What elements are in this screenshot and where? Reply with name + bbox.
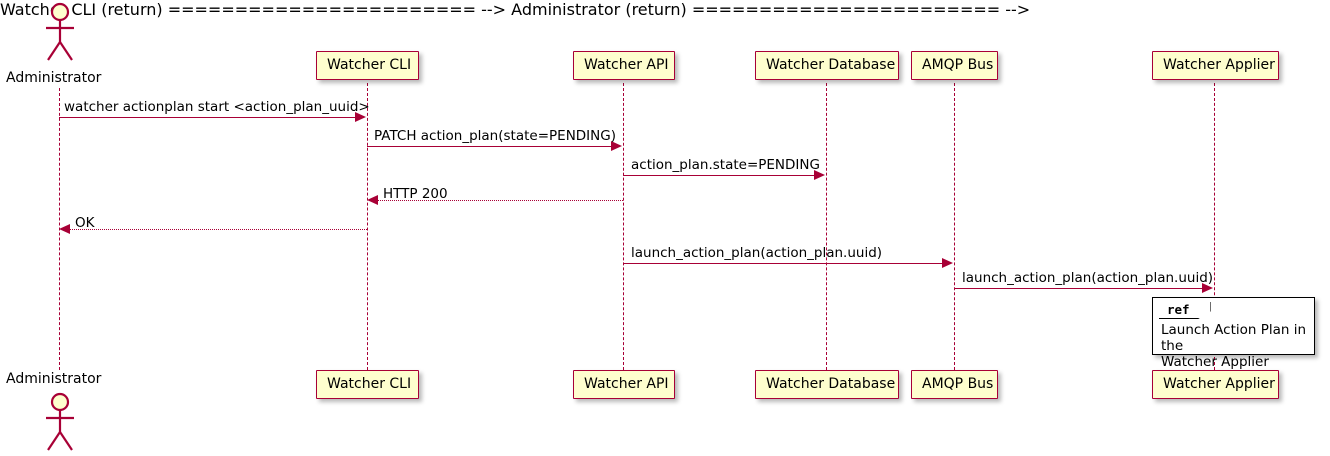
message-arrow-5-line <box>70 229 367 230</box>
message-arrow-6-line <box>623 263 943 264</box>
participant-box-watcher-applier-top[interactable]: Watcher Applier <box>1152 51 1279 80</box>
participant-label-amqp-bus-bottom: AMQP Bus <box>922 376 994 392</box>
ref-fragment-text: Launch Action Plan in the Watcher Applie… <box>1161 322 1307 370</box>
participant-label-watcher-database-top: Watcher Database <box>766 57 896 73</box>
participant-label-watcher-api-bottom: Watcher API <box>584 376 669 392</box>
message-label-2: PATCH action_plan(state=PENDING) <box>374 128 616 144</box>
lifeline-watcher-cli <box>367 83 368 370</box>
ref-fragment-box[interactable]: ref Launch Action Plan in the Watcher Ap… <box>1152 297 1315 370</box>
message-arrow-2-line <box>367 146 612 147</box>
message-label-4: HTTP 200 <box>383 186 448 202</box>
participant-box-watcher-database-top[interactable]: Watcher Database <box>755 51 899 80</box>
lifeline-watcher-applier <box>1214 83 1215 370</box>
lifeline-amqp-bus <box>954 83 955 370</box>
message-arrow-7-head <box>1202 283 1213 293</box>
message-label-3: action_plan.state=PENDING <box>631 157 820 173</box>
participant-label-watcher-applier-top: Watcher Applier <box>1163 57 1275 73</box>
participant-label-watcher-database-bottom: Watcher Database <box>766 376 896 392</box>
participant-box-watcher-database-bottom[interactable]: Watcher Database <box>755 370 899 399</box>
participant-box-amqp-bus-bottom[interactable]: AMQP Bus <box>911 370 998 399</box>
lifeline-watcher-database <box>826 83 827 370</box>
message-arrow-4-line <box>378 200 623 201</box>
participant-label-watcher-cli-bottom: Watcher CLI <box>327 376 412 392</box>
message-label-1: watcher actionplan start <action_plan_uu… <box>64 99 370 115</box>
participant-box-watcher-api-bottom[interactable]: Watcher API <box>573 370 675 399</box>
actor-label-administrator-top: Administrator <box>6 70 102 86</box>
message-label-6: launch_action_plan(action_plan.uuid) <box>631 245 883 261</box>
participant-box-amqp-bus-top[interactable]: AMQP Bus <box>911 51 998 80</box>
actor-icon-administrator-top <box>36 2 84 68</box>
message-arrow-5-head <box>59 224 70 234</box>
message-arrow-3-line <box>623 175 815 176</box>
message-arrow-1-head <box>355 112 366 122</box>
message-arrow-3-head <box>814 170 825 180</box>
participant-label-watcher-cli-top: Watcher CLI <box>327 57 412 73</box>
actor-label-administrator-bottom: Administrator <box>6 371 102 387</box>
participant-box-watcher-cli-bottom[interactable]: Watcher CLI <box>316 370 419 399</box>
lifeline-watcher-api <box>623 83 624 370</box>
participant-box-watcher-applier-bottom[interactable]: Watcher Applier <box>1152 370 1279 399</box>
message-label-7: launch_action_plan(action_plan.uuid) <box>962 270 1214 286</box>
participant-label-watcher-api-top: Watcher API <box>584 57 669 73</box>
participant-box-watcher-api-top[interactable]: Watcher API <box>573 51 675 80</box>
message-arrow-7-line <box>954 288 1203 289</box>
ref-fragment-keyword: ref <box>1159 302 1211 319</box>
message-label-5: OK <box>75 215 95 231</box>
participant-label-amqp-bus-top: AMQP Bus <box>922 57 994 73</box>
participant-label-watcher-applier-bottom: Watcher Applier <box>1163 376 1275 392</box>
message-arrow-6-head <box>942 258 953 268</box>
message-arrow-4-head <box>367 195 378 205</box>
participant-box-watcher-cli-top[interactable]: Watcher CLI <box>316 51 419 80</box>
actor-icon-administrator-bottom <box>36 392 84 456</box>
message-arrow-1-line <box>59 117 356 118</box>
message-arrow-2-head <box>611 141 622 151</box>
